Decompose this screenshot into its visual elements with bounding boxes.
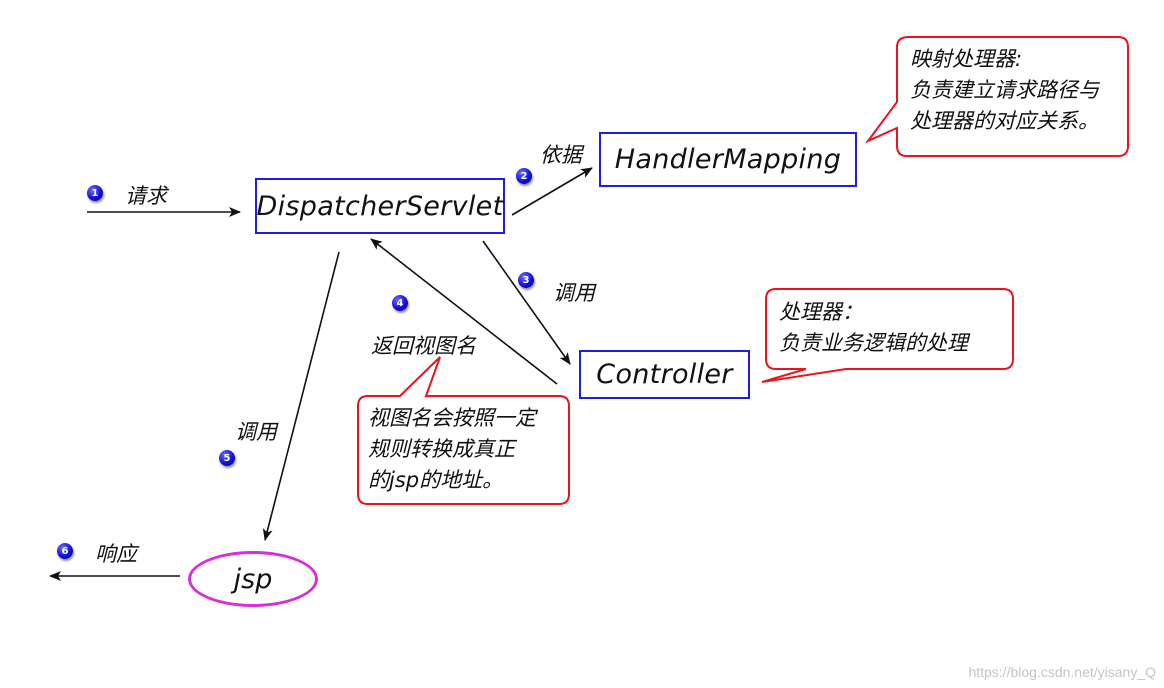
callout-handler-mapping-shape xyxy=(864,36,1129,157)
jsp-node: jsp xyxy=(188,551,318,607)
callout-handler-mapping-text: 映射处理器: 负责建立请求路径与 处理器的对应关系。 xyxy=(910,47,1099,133)
step-3-label: 调用 xyxy=(553,281,595,305)
arrow-to-controller xyxy=(482,240,571,365)
step-6-label: 响应 xyxy=(95,542,137,566)
step-5-label: 调用 xyxy=(235,420,277,444)
handler-mapping-label: HandlerMapping xyxy=(614,144,842,175)
dispatcher-servlet-label: DispatcherServlet xyxy=(256,190,504,222)
step-4-label: 返回视图名 xyxy=(371,334,476,358)
arrow-return-view-name xyxy=(370,238,558,385)
callout-controller-text: 处理器： 负责业务逻辑的处理 xyxy=(779,300,968,355)
step-2-badge: 2 xyxy=(516,168,532,184)
step-6-badge: 6 xyxy=(57,543,73,559)
watermark: https://blog.csdn.net/yisany_Q xyxy=(968,664,1156,680)
arrow-to-handler-mapping xyxy=(511,167,593,216)
controller-label: Controller xyxy=(596,359,733,390)
step-4-badge: 4 xyxy=(392,295,408,311)
step-5-badge: 5 xyxy=(219,450,235,466)
step-1-badge: 1 xyxy=(87,185,103,201)
step-3-badge: 3 xyxy=(518,272,534,288)
callout-controller-shape xyxy=(761,288,1014,383)
handler-mapping-node: HandlerMapping xyxy=(599,132,857,187)
dispatcher-servlet-node: DispatcherServlet xyxy=(255,178,505,234)
callout-view-name-text: 视图名会按照一定 规则转换成真正 的jsp的地址。 xyxy=(368,406,536,492)
step-2-label: 依据 xyxy=(540,143,582,167)
callout-view-name-shape xyxy=(357,356,570,505)
jsp-label: jsp xyxy=(233,563,273,595)
controller-node: Controller xyxy=(579,350,750,399)
step-1-label: 请求 xyxy=(125,184,167,208)
arrow-to-jsp xyxy=(262,251,340,541)
